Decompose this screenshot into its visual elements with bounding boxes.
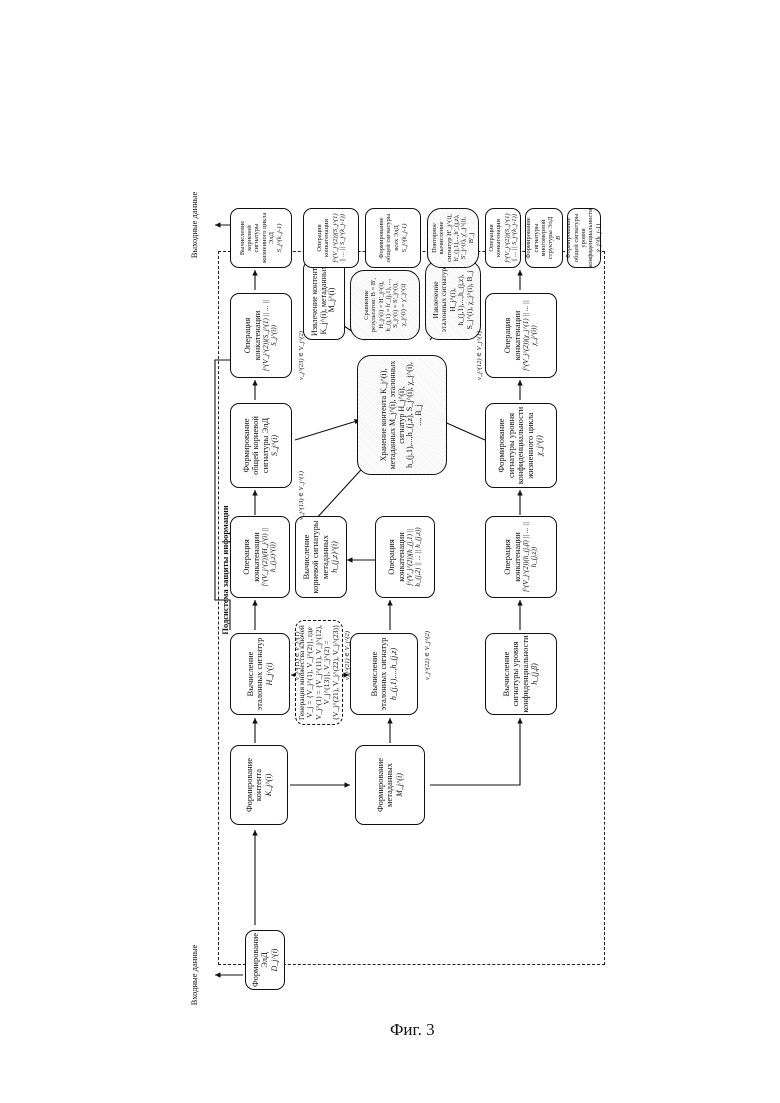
form-common-all-text: Формирование общей сигнатуры всех ЭлД [378,212,400,264]
extract-content-block: Извлечение контента K_j^(i), метаданных … [303,260,345,340]
calc-ref-sig-h0-block: Вычисление эталонных сигнатур h_(j,1),..… [350,633,418,715]
output-label: Выходные данные [190,190,199,260]
concat-all-text: Операция конкатенации [316,212,331,264]
calc-root-lifecycle-text: Вычисление корневой сигнатуры жизненного… [239,212,275,264]
extract-content-text: Извлечение контента K_j^(i), метаданных … [311,264,338,336]
form-metadata-formula: M_j^(i) [396,773,405,797]
conf-common-block: Формирование общей сигнатуры уровня конф… [567,208,601,268]
concat-h-block: Операция конкатенации f^(V_j^(2))(H_j^(i… [230,516,290,598]
concat-s-text: Операция конкатенации [243,297,262,374]
concat-hz-formula: f^(V_j^(2))(h_(j,1) || h_(j,2) || ... ||… [407,520,423,594]
storage-text: Хранение контента K_j^(i), метаданных M_… [380,359,425,471]
calc-root-lifecycle-formula: S_j^(k_j-1) [276,224,283,253]
form-multi-formula: B [555,236,562,240]
concat-b-formula: f^(V_j^(2))(S_j^(1) || ... || S_j^(k_j-1… [504,212,519,264]
recalc-block: Повторное вычисление сигнатур H'_j^(i), … [427,208,479,268]
conf-common-text: Формирование общей сигнатуры уровня конф… [565,208,594,267]
concat-chi-block: Операция конкатенации f^(V_j^(2))(χ_j^(1… [485,293,557,378]
concat-hz-block: Операция конкатенации f^(V_j^(2))(h_(j,1… [375,516,435,598]
calc-root-meta-formula: h_(j,z)^(i) [331,541,340,573]
compare-block: Сравнение результатов: B = B', H_j^(i) =… [350,270,420,340]
figure-caption: Фиг. 3 [390,1020,435,1040]
concat-conf-formula: f^(V_j^(2))(h_(j,β) || ... || h_(j,z)) [523,520,539,594]
calc-ref-sig-h0-formula: h_(j,1),...,h_(j,z) [390,648,399,700]
calc-ref-sig-h0-text: Вычисление эталонных сигнатур [370,637,389,711]
calc-conf-sig-block: Вычисление сигнатуры уровня конфиденциал… [485,633,557,715]
form-ed-block: Формирование ЭлД D_j^(i) [245,930,285,990]
concat-b-block: Операция конкатенацииf^(V_j^(2))(S_j^(1)… [485,208,521,268]
form-metadata-text: Формирование метаданных [376,749,395,821]
key-generation-block: Генерация множества ключей V_j = {V_j^(1… [295,620,343,725]
concat-h-formula: f^(V_j^(2))(H_j^(i) || h_(j,z)^(i)) [262,520,278,594]
calc-conf-sig-text: Вычисление сигнатуры уровня конфиденциал… [502,635,531,712]
calc-ref-sig-h-block: Вычисление эталонных сигнатур H_j^(i) [230,633,290,715]
form-content-block: Формирование контента K_j^(i) [230,745,288,825]
form-root-sig-block: Формирование общей корневой сигнатуры Эл… [230,403,292,488]
concat-s-formula: f^(V_j^(2))(S_j^(1) || ... || S_j^(i)) [263,297,279,374]
calc-root-meta-block: Вычисление корневой сигнатуры метаданных… [295,516,347,598]
concat-b-text: Операция конкатенации [488,212,503,264]
concat-all-block: Операция конкатенацииf^(V_j^(2))(S_j^(1)… [303,208,359,268]
form-root-sig-text: Формирование общей корневой сигнатуры Эл… [242,407,271,484]
input-label: Входные данные [190,940,199,1010]
concat-s-block: Операция конкатенации f^(V_j^(2))(S_j^(1… [230,293,292,378]
form-ed-formula: D_j^(i) [271,949,280,972]
diagram-canvas: Подсистема защиты информации Входные дан… [185,220,615,980]
form-common-all-formula: S_j^(k_j-1) [401,224,408,253]
concat-conf-block: Операция конкатенации f^(V_j^(2))(h_(j,β… [485,516,557,598]
form-root-sig-formula: S_j^(i) [271,435,280,456]
subsystem-title: Подсистема защиты информации [221,490,230,650]
conf-lifecycle-block: Формирование сигнатуры уровня конфиденци… [485,403,557,488]
form-multi-text: Формирование сигнатуры многомерной струк… [525,212,554,264]
calc-ref-sig-h-text: Вычисление эталонных сигнатур [246,637,265,711]
concat-h-text: Операция конкатенации [242,520,261,594]
key-generation-text: Генерация множества ключей V_j = {V_j^(1… [298,624,340,721]
recalc-text: Повторное вычисление сигнатур H'_j^(i), … [431,212,475,264]
form-multi-block: Формирование сигнатуры многомерной струк… [525,208,563,268]
calc-ref-sig-h-formula: H_j^(i) [266,663,275,686]
storage-block: Хранение контента K_j^(i), метаданных M_… [357,355,447,475]
form-common-all-block: Формирование общей сигнатуры всех ЭлДS_j… [365,208,421,268]
conf-lifecycle-formula: χ_j^(i) [536,435,545,456]
compare-text: Сравнение результатов: B = B', H_j^(i) =… [363,274,407,336]
edge-label-v11: v_j^(11) ∈ V_j^(1) [293,632,301,680]
form-metadata-block: Формирование метаданных M_j^(i) [355,745,425,825]
extract-ref-block: Извлечение эталонных сигнатур H_j^(i), h… [425,260,481,340]
edge-label-v13: v_j^(13) ∈ V_j^(1) [297,471,305,520]
edge-label-v23: v_j^(23) ∈ V_j^(2) [297,331,305,380]
form-content-formula: K_j^(i) [265,774,274,796]
calc-root-meta-text: Вычисление корневой сигнатуры метаданных [302,520,331,594]
calc-root-lifecycle-block: Вычисление корневой сигнатуры жизненного… [230,208,292,268]
form-content-text: Формирование контента [245,749,264,821]
conf-lifecycle-text: Формирование сигнатуры уровня конфиденци… [497,407,535,484]
edge-label-vz: v_j^(12) ∈ V_j^(1) [475,331,483,380]
concat-all-formula: f^(V_j^(2))(S_j^(1) || ... || S_j^(k_j-1… [332,212,347,264]
extract-ref-text: Извлечение эталонных сигнатур H_j^(i), h… [432,264,474,336]
concat-chi-text: Операция конкатенации [503,297,522,374]
edge-label-v21: v_j^(21) ∈ V_j^(2) [343,631,351,680]
concat-conf-text: Операция конкатенации [503,520,522,594]
calc-conf-sig-formula: h_(j,β) [531,663,540,685]
concat-hz-text: Операция конкатенации [387,520,406,594]
form-ed-text: Формирование ЭлД [251,933,270,987]
calc-root-lifecycle-block [185,374,189,380]
conf-common-formula: χ_j^(k_j-1) [595,224,602,252]
concat-chi-formula: f^(V_j^(2))(χ_j^(1) || ... || χ_j^(i)) [523,297,539,374]
edge-label-v22: v_j^(22) ∈ V_j^(2) [423,631,431,680]
